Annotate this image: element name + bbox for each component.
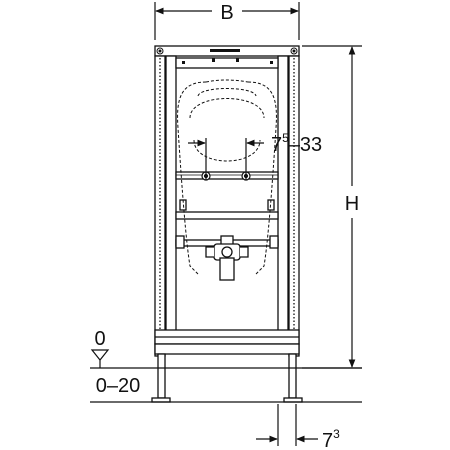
corner-bolts [156,47,298,55]
drain-trap [205,235,249,281]
middle-crossbar [175,211,279,220]
right-leg [288,353,297,399]
floor-range-label: 0–20 [96,375,141,397]
foot-offset-label: 73 [322,427,340,450]
foot-offset-dimension [256,404,318,446]
floor-level-marker [90,349,110,368]
connection-spacing-arrows [188,138,264,180]
floor-level-label: 0 [94,328,105,350]
plate-marks [182,49,273,64]
upper-crossbar [175,171,279,180]
connection-spacing-label: 75–33 [271,131,322,156]
floor-lines [90,367,362,403]
mounting-plate [175,57,279,69]
right-inner-upright [277,55,289,353]
urinal-outline [177,79,277,275]
left-inner-upright [165,55,177,353]
width-label: B [220,2,233,24]
height-label: H [345,193,359,215]
left-leg [157,353,166,399]
frame [151,45,303,403]
width-dimension [154,2,300,40]
